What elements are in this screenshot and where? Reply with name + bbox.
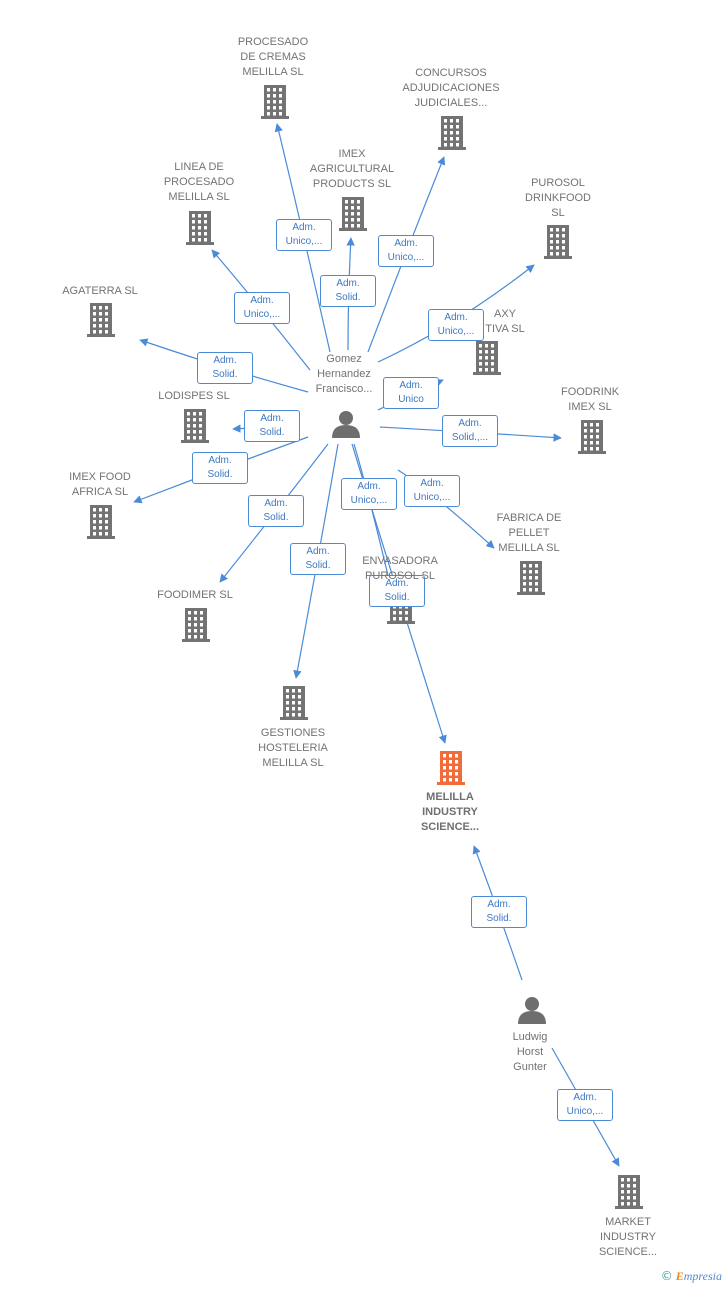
role-badge-ludwig-melilla[interactable]: Adm. Solid. — [471, 896, 527, 928]
node-label-procesado[interactable]: PROCESADO DE CREMAS MELILLA SL — [213, 35, 333, 80]
role-badge-gomez-fabrica[interactable]: Adm. Unico,... — [404, 475, 460, 507]
empresia-watermark: © Empresia — [661, 1269, 722, 1284]
node-label-text-agaterra: AGATERRA SL — [62, 285, 138, 297]
role-badge-gomez-gestiones[interactable]: Adm. Solid. — [290, 543, 346, 575]
role-badge-gomez-imexagri[interactable]: Adm. Solid. — [320, 275, 376, 307]
edges-layer — [133, 123, 620, 1167]
role-badge-gomez-foodrink[interactable]: Adm. Solid.,... — [442, 415, 498, 447]
node-label-linea[interactable]: LINEA DE PROCESADO MELILLA SL — [139, 160, 259, 205]
building-icon-procesado[interactable] — [261, 85, 289, 119]
node-label-envasadora[interactable]: ENVASADORA PUROSOL SL — [340, 554, 460, 584]
node-label-concursos[interactable]: CONCURSOS ADJUDICACIONES JUDICIALES... — [391, 66, 511, 111]
role-badge-gomez-imexfood[interactable]: Adm. Solid. — [192, 452, 248, 484]
building-icon-fabrica[interactable] — [517, 561, 545, 595]
node-label-text-imexfood: IMEX FOOD AFRICA SL — [69, 471, 131, 498]
building-icon-imexfood[interactable] — [87, 505, 115, 539]
node-label-text-ludwig: Ludwig Horst Gunter — [512, 1031, 548, 1073]
role-badge-gomez-procesado[interactable]: Adm. Unico,... — [276, 219, 332, 251]
node-label-text-concursos: CONCURSOS ADJUDICACIONES JUDICIALES... — [402, 67, 500, 109]
brand-initial: E — [675, 1269, 684, 1283]
building-icon-lodispes[interactable] — [181, 409, 209, 443]
node-label-foodrink[interactable]: FOODRINK IMEX SL — [530, 385, 650, 415]
role-badge-gomez-melilla[interactable]: Adm. Solid. — [369, 575, 425, 607]
node-label-text-galaxy: AXY TIVA SL — [485, 308, 525, 335]
node-label-text-melilla: MELILLA INDUSTRY SCIENCE... — [420, 791, 480, 833]
node-label-melilla[interactable]: MELILLA INDUSTRY SCIENCE... — [390, 790, 510, 835]
node-label-gomez[interactable]: Gomez Hernandez Francisco... — [284, 352, 404, 397]
node-label-text-gestiones: GESTIONES HOSTELERIA MELILLA SL — [258, 727, 328, 769]
node-label-galaxy[interactable]: AXY TIVA SL — [445, 307, 565, 337]
building-icon-concursos[interactable] — [438, 116, 466, 150]
building-icon-linea[interactable] — [186, 211, 214, 245]
node-label-text-linea: LINEA DE PROCESADO MELILLA SL — [163, 161, 235, 203]
building-icon-foodrink[interactable] — [578, 420, 606, 454]
building-icon-agaterra[interactable] — [87, 303, 115, 337]
node-label-text-procesado: PROCESADO DE CREMAS MELILLA SL — [237, 36, 309, 78]
person-icon-gomez[interactable] — [332, 411, 360, 438]
building-icon-imexagri[interactable] — [339, 197, 367, 231]
node-label-foodimer[interactable]: FOODIMER SL — [135, 588, 255, 603]
brand-name: mpresia — [683, 1269, 722, 1283]
role-badge-gomez-galaxy[interactable]: Adm. Unico — [383, 377, 439, 409]
node-label-lodispes[interactable]: LODISPES SL — [134, 389, 254, 404]
building-icon-gestiones[interactable] — [280, 686, 308, 720]
role-badge-gomez-foodimer[interactable]: Adm. Solid. — [248, 495, 304, 527]
node-label-text-envasadora: ENVASADORA PUROSOL SL — [362, 555, 438, 582]
role-badge-gomez-agaterra[interactable]: Adm. Solid. — [197, 352, 253, 384]
node-label-imexfood[interactable]: IMEX FOOD AFRICA SL — [40, 470, 160, 500]
node-label-text-lodispes: LODISPES SL — [158, 390, 230, 402]
node-label-imexagri[interactable]: IMEX AGRICULTURAL PRODUCTS SL — [292, 147, 412, 192]
node-label-text-imexagri: IMEX AGRICULTURAL PRODUCTS SL — [309, 148, 395, 190]
copyright-symbol: © — [660, 1269, 673, 1283]
node-label-agaterra[interactable]: AGATERRA SL — [40, 284, 160, 299]
role-badge-gomez-envasadora[interactable]: Adm. Unico,... — [341, 478, 397, 510]
building-icon-purosol[interactable] — [544, 225, 572, 259]
node-label-text-market: MARKET INDUSTRY SCIENCE... — [598, 1216, 658, 1258]
node-label-ludwig[interactable]: Ludwig Horst Gunter — [470, 1030, 590, 1075]
node-label-market[interactable]: MARKET INDUSTRY SCIENCE... — [568, 1215, 688, 1260]
node-label-text-foodimer: FOODIMER SL — [157, 589, 233, 601]
node-label-fabrica[interactable]: FABRICA DE PELLET MELILLA SL — [469, 511, 589, 556]
role-badge-gomez-linea[interactable]: Adm. Unico,... — [234, 292, 290, 324]
role-badge-gomez-purosol[interactable]: Adm. Unico,... — [428, 309, 484, 341]
node-label-text-foodrink: FOODRINK IMEX SL — [560, 386, 620, 413]
node-label-gestiones[interactable]: GESTIONES HOSTELERIA MELILLA SL — [233, 726, 353, 771]
icons-layer — [87, 85, 643, 1209]
building-icon-market[interactable] — [615, 1175, 643, 1209]
building-icon-melilla[interactable] — [437, 751, 465, 785]
building-icon-galaxy[interactable] — [473, 341, 501, 375]
role-badge-ludwig-market[interactable]: Adm. Unico,... — [557, 1089, 613, 1121]
node-label-text-gomez: Gomez Hernandez Francisco... — [315, 353, 373, 395]
role-badge-gomez-lodispes[interactable]: Adm. Solid. — [244, 410, 300, 442]
person-icon-ludwig[interactable] — [518, 997, 546, 1024]
node-label-text-fabrica: FABRICA DE PELLET MELILLA SL — [496, 512, 562, 554]
building-icon-foodimer[interactable] — [182, 608, 210, 642]
node-label-text-purosol: PUROSOL DRINKFOOD SL — [525, 177, 591, 219]
role-badge-gomez-concursos[interactable]: Adm. Unico,... — [378, 235, 434, 267]
node-label-purosol[interactable]: PUROSOL DRINKFOOD SL — [498, 176, 618, 221]
